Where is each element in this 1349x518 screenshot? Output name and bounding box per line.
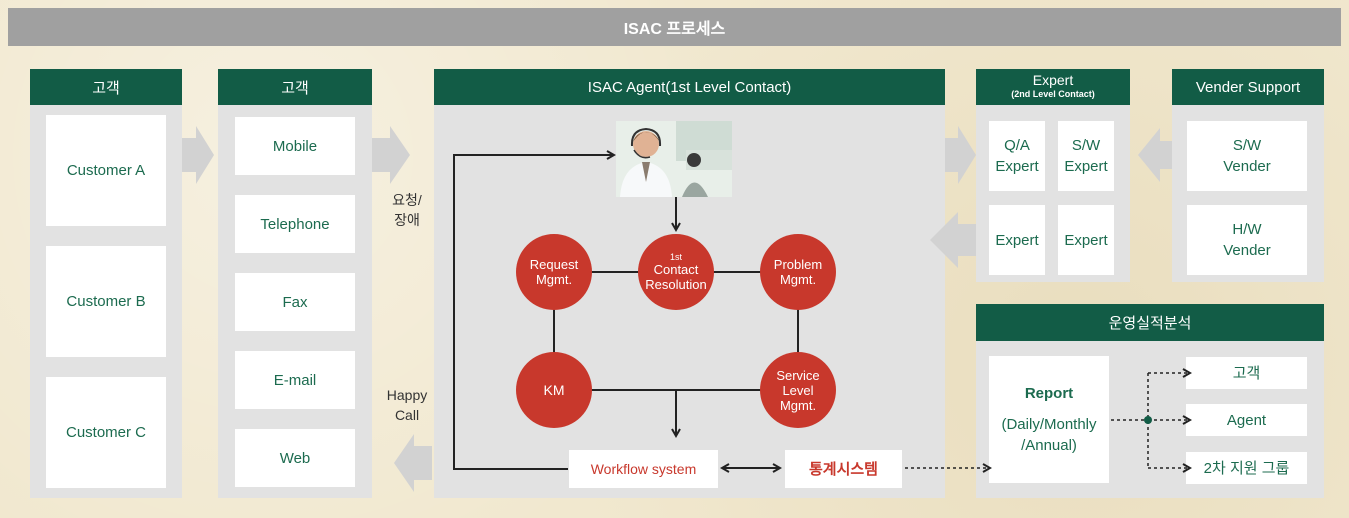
customer-b-box: Customer B [46, 246, 166, 357]
channel-telephone-label: Telephone [260, 215, 330, 233]
expert-box-3: Expert [989, 205, 1045, 275]
customer-c-label: Customer C [65, 424, 147, 441]
target-support-group-label: 2차 지원 그룹 [1203, 459, 1290, 477]
channel-mobile-label: Mobile [272, 137, 318, 155]
contact-resolution-line2: Resolution [645, 277, 707, 292]
vendor-header-label: Vender Support [1195, 78, 1301, 96]
customer-b-label: Customer B [66, 293, 146, 310]
flow-arrow-vendor-to-expert [1138, 128, 1172, 182]
sw-expert-box: S/W Expert [1058, 121, 1114, 191]
channel-mobile-box: Mobile [235, 117, 355, 175]
flow-arrow-customers-to-channels [182, 126, 214, 184]
expert-box-4: Expert [1058, 205, 1114, 275]
customer-a-box: Customer A [46, 115, 166, 226]
vendor-header: Vender Support [1172, 69, 1324, 105]
service-level-line2: Level [782, 382, 814, 398]
expert-box-4-label: Expert [1064, 231, 1108, 249]
target-support-group-box: 2차 지원 그룹 [1186, 452, 1307, 484]
report-line2: /Annual) [1021, 437, 1077, 454]
agent-header: ISAC Agent(1st Level Contact) [434, 69, 945, 105]
ops-header: 운영실적분석 [976, 304, 1324, 341]
channel-web-box: Web [235, 429, 355, 487]
hw-vendor-line1: H/W [1232, 221, 1262, 238]
problem-mgmt-line1: Problem [773, 257, 823, 272]
channel-fax-label: Fax [282, 293, 308, 311]
channel-telephone-box: Telephone [235, 195, 355, 253]
hw-vendor-line2: Vender [1223, 242, 1271, 259]
km-label: KM [543, 381, 565, 398]
flow-arrow-agent-to-channels [394, 434, 432, 492]
target-customer-label: 고객 [1232, 364, 1261, 382]
channel-email-box: E-mail [235, 351, 355, 409]
customers-header-label: 고객 [92, 79, 120, 97]
km-circle: KM [516, 352, 592, 428]
expert-header-title: Expert [1032, 72, 1074, 88]
request-mgmt-line1: Request [529, 257, 579, 272]
sw-vendor-box: S/W Vender [1187, 121, 1307, 191]
customers-header: 고객 [30, 69, 182, 105]
expert-header: Expert (2nd Level Contact) [976, 69, 1130, 105]
channels-header: 고객 [218, 69, 372, 105]
channels-header-label: 고객 [281, 79, 309, 97]
happy-call-label-line2: Call [394, 407, 420, 423]
channel-fax-box: Fax [235, 273, 355, 331]
flow-arrow-channels-to-agent [372, 126, 410, 184]
target-customer-box: 고객 [1186, 357, 1307, 389]
page-title: ISAC 프로세스 [8, 8, 1341, 46]
agent-photo [616, 121, 732, 197]
workflow-system-label: Workflow system [590, 460, 697, 477]
contact-resolution-sup: 1st [669, 252, 682, 262]
service-level-line1: Service [776, 367, 820, 383]
channel-email-label: E-mail [273, 371, 317, 389]
service-level-line3: Mgmt. [779, 397, 817, 413]
agent-header-label: ISAC Agent(1st Level Contact) [587, 78, 792, 96]
sw-vendor-line2: Vender [1223, 158, 1271, 175]
sw-expert-line2: Expert [1064, 158, 1108, 175]
qa-expert-line1: Q/A [1004, 137, 1030, 154]
sw-expert-line1: S/W [1071, 137, 1101, 154]
report-line1: (Daily/Monthly [1001, 416, 1097, 433]
expert-header-subtitle: (2nd Level Contact) [1011, 89, 1095, 99]
feedback-loop-connector [453, 155, 614, 470]
happy-call-label: Happy Call [380, 385, 434, 425]
qa-expert-box: Q/A Expert [989, 121, 1045, 191]
stats-system-box: 통계시스템 [785, 450, 902, 488]
qa-expert-line2: Expert [995, 158, 1039, 175]
report-split-dot [1144, 416, 1152, 424]
contact-resolution-line1: Contact [653, 262, 699, 277]
customer-c-box: Customer C [46, 377, 166, 488]
report-box: Report (Daily/Monthly /Annual) [989, 356, 1109, 483]
sw-vendor-line1: S/W [1232, 137, 1262, 154]
flow-arrow-expert-to-agent [930, 212, 976, 268]
report-title: Report [1024, 385, 1074, 402]
expert-box-3-label: Expert [995, 231, 1039, 249]
workflow-system-box: Workflow system [569, 450, 718, 488]
customer-a-label: Customer A [66, 162, 146, 179]
target-agent-box: Agent [1186, 404, 1307, 436]
request-label: 요청/ 장애 [380, 190, 434, 230]
stats-system-label: 통계시스템 [808, 460, 878, 478]
request-label-line2: 장애 [394, 212, 420, 228]
hw-vendor-box: H/W Vender [1187, 205, 1307, 275]
channel-web-label: Web [279, 449, 311, 467]
target-agent-label: Agent [1226, 411, 1267, 429]
request-mgmt-line2: Mgmt. [535, 272, 573, 287]
happy-call-label-line1: Happy [386, 387, 428, 403]
request-label-line1: 요청/ [392, 192, 422, 208]
page-title-text: ISAC 프로세스 [623, 21, 726, 38]
contact-resolution-circle: 1st Contact Resolution [638, 234, 714, 310]
problem-mgmt-line2: Mgmt. [779, 272, 817, 287]
ops-header-label: 운영실적분석 [1108, 315, 1192, 332]
flow-arrow-agent-to-expert [945, 126, 976, 184]
